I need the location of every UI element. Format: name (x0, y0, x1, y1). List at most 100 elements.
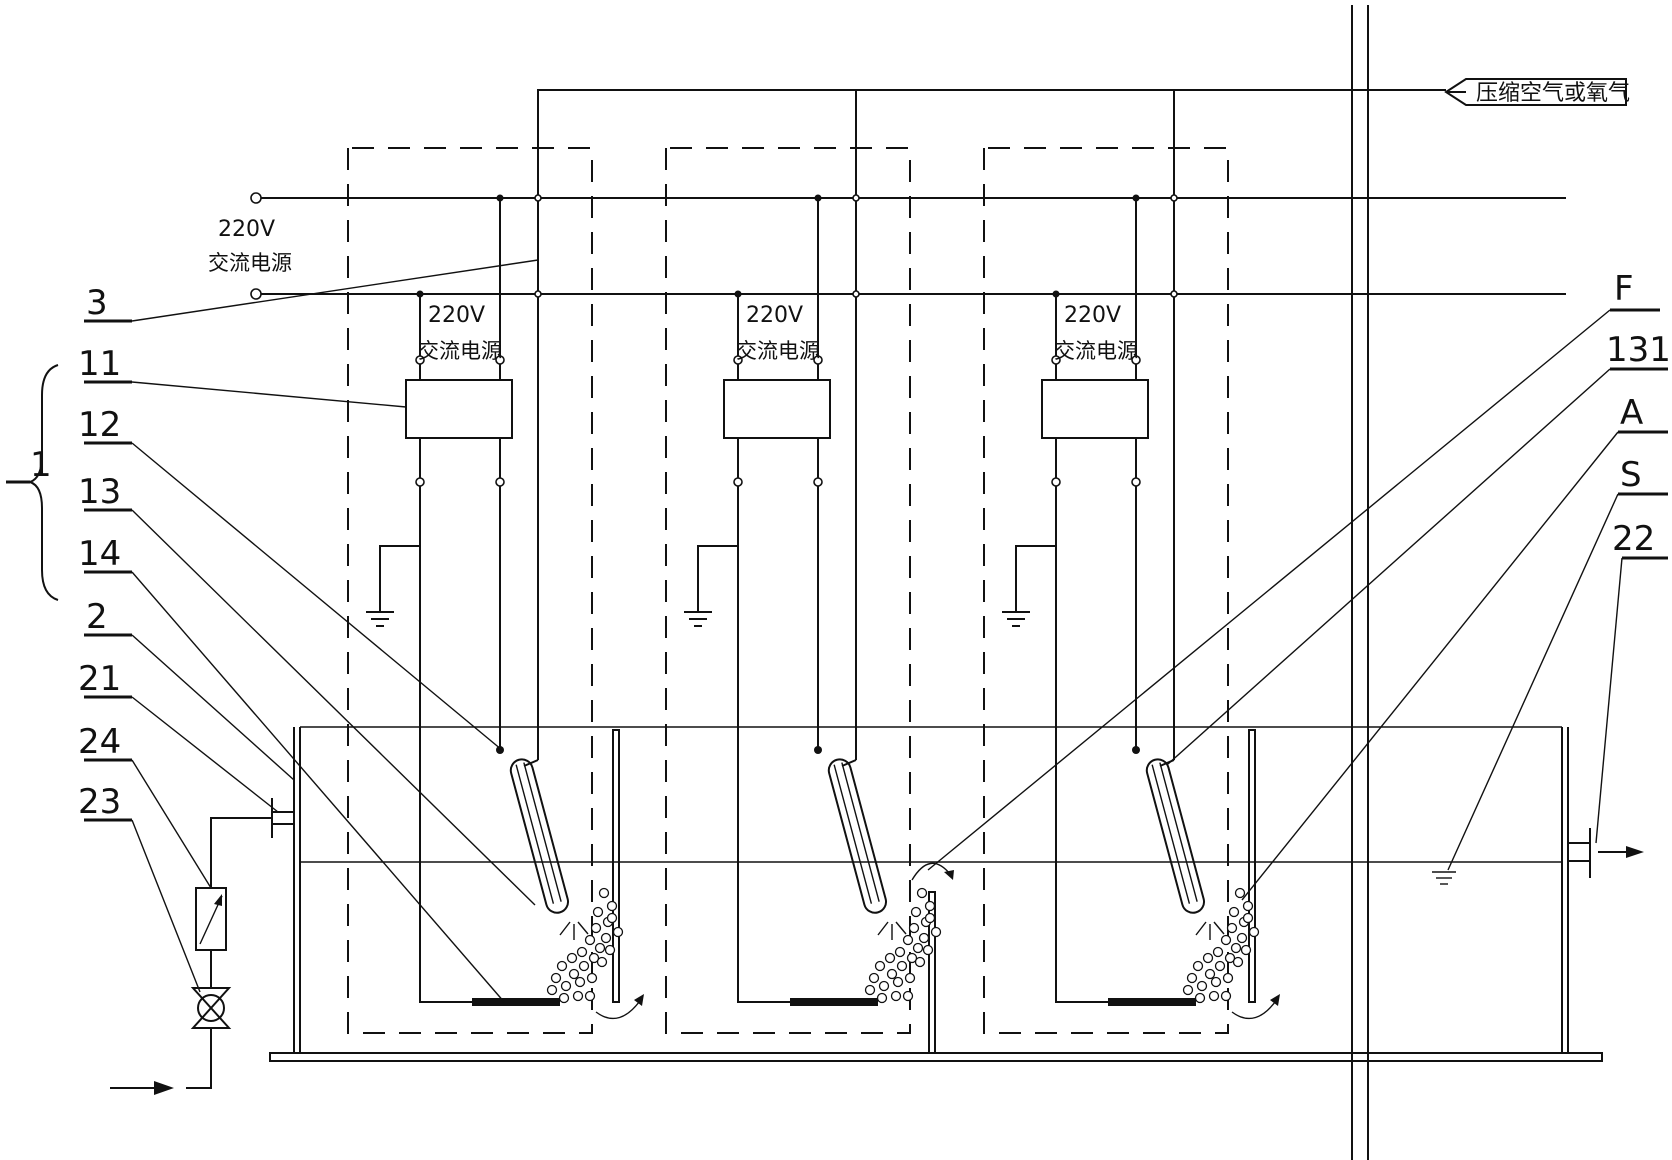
callout-24: 24 (78, 722, 121, 762)
callout-3: 3 (86, 283, 108, 323)
inlet-piping (110, 817, 272, 1095)
bubble (904, 972, 916, 984)
bubble (568, 968, 580, 980)
bubble (902, 990, 914, 1002)
bubble (890, 990, 902, 1002)
bubble (598, 887, 610, 899)
callout-leaders: 3 11 1 12 13 14 2 21 24 23 F 131 A S 22 (6, 259, 1671, 1004)
callout-13: 13 (78, 472, 121, 512)
electrode-tube (1145, 758, 1206, 914)
unit-supply-label: 交流电源 (736, 339, 820, 363)
bubble (1224, 952, 1236, 964)
bubble (586, 972, 598, 984)
outlet-nozzle (1567, 842, 1591, 862)
bubble (874, 960, 886, 972)
bubble (1240, 944, 1252, 956)
bubble (1236, 932, 1248, 944)
inlet-nozzle (271, 811, 295, 825)
bubble (560, 980, 572, 992)
bubble (1196, 980, 1208, 992)
air-supply-label: 压缩空气或氧气 (1476, 81, 1630, 106)
bubble (1228, 906, 1240, 918)
bubble (1248, 926, 1260, 938)
callout-14: 14 (78, 534, 121, 574)
bubble (1234, 887, 1246, 899)
bubble (930, 926, 942, 938)
callout-A: A (1620, 393, 1643, 433)
bubble (584, 990, 596, 1002)
bubble (892, 976, 904, 988)
callout-23: 23 (78, 782, 121, 822)
mains-voltage-label: 220V (218, 217, 275, 242)
bubble (902, 934, 914, 946)
bubble (576, 946, 588, 958)
callout-21: 21 (78, 659, 121, 699)
bubble (590, 922, 602, 934)
callout-F: F (1614, 269, 1634, 309)
bubble (546, 984, 558, 996)
electrolysis-unit-1: 220V 交流电源 (347, 147, 624, 1034)
bubble (1222, 972, 1234, 984)
bubble (592, 906, 604, 918)
bubble (896, 960, 908, 972)
bubble (578, 960, 590, 972)
electrode-tube (509, 758, 570, 914)
bubble (612, 926, 624, 938)
callout-22: 22 (1612, 519, 1655, 559)
bubble (1182, 984, 1194, 996)
bubble (558, 992, 570, 1004)
callout-1: 1 (30, 445, 52, 485)
baffle-1 (612, 729, 620, 1003)
bubble (906, 952, 918, 964)
mains-name-label: 交流电源 (208, 251, 292, 275)
bubble (1242, 912, 1254, 924)
bubble (910, 906, 922, 918)
bubble (594, 942, 606, 954)
electrolysis-unit-3: 220V 交流电源 (983, 147, 1260, 1034)
callout-S: S (1620, 455, 1642, 495)
bubble (1242, 900, 1254, 912)
unit-voltage-label: 220V (428, 303, 485, 328)
bubble (868, 972, 880, 984)
bubble (604, 944, 616, 956)
callout-2: 2 (86, 597, 108, 637)
power-module (405, 379, 513, 439)
bubble (1226, 922, 1238, 934)
air-supply-flag (1444, 78, 1627, 106)
bubble (1208, 990, 1220, 1002)
bubble (600, 932, 612, 944)
bubble (884, 952, 896, 964)
bubble (924, 900, 936, 912)
bubble (916, 887, 928, 899)
bubble (1202, 952, 1214, 964)
bubble (556, 960, 568, 972)
flow-arrows (595, 862, 1280, 1020)
unit-voltage-label: 220V (1064, 303, 1121, 328)
bubble (550, 972, 562, 984)
bubble (574, 976, 586, 988)
bubble (596, 956, 608, 968)
bubble (1220, 934, 1232, 946)
bubble (606, 912, 618, 924)
bubble (1204, 968, 1216, 980)
pump (190, 987, 232, 1029)
bubble (1212, 946, 1224, 958)
bubble (908, 922, 920, 934)
power-module (1041, 379, 1149, 439)
callout-131: 131 (1606, 330, 1671, 370)
bubble (864, 984, 876, 996)
baffle-2 (928, 891, 936, 1054)
unit-supply-label: 交流电源 (1054, 339, 1138, 363)
bubble (1194, 992, 1206, 1004)
section-break-line (1351, 5, 1369, 1160)
bubble (894, 946, 906, 958)
bubble (1232, 956, 1244, 968)
electrode-tube (827, 758, 888, 914)
bubble (912, 942, 924, 954)
bubble (1210, 976, 1222, 988)
unit-supply-label: 交流电源 (418, 339, 502, 363)
tank (269, 726, 1644, 1062)
